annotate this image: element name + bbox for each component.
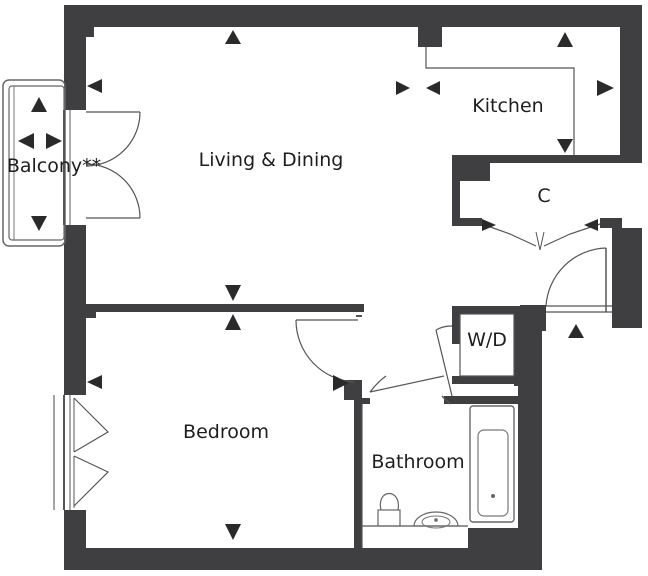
toilet-icon (377, 493, 401, 527)
dimension-arrow-icon (482, 219, 496, 231)
dimension-arrow-icon (18, 133, 34, 149)
room-label-living: Living & Dining (199, 149, 344, 171)
room-label-balcony: Balcony** (7, 155, 101, 177)
dimension-arrow-icon (225, 524, 241, 540)
bathtub-icon (469, 405, 515, 523)
bedroom-window-icon (53, 395, 110, 510)
walls (64, 5, 642, 570)
dimension-arrow-icon (87, 375, 102, 389)
dimension-arrow-icon (584, 219, 598, 231)
dimension-arrow-icon (333, 375, 349, 391)
balcony-door-icon (85, 111, 141, 219)
bedroom-door-icon (295, 315, 362, 383)
dimension-arrow-icon (31, 97, 47, 112)
balcony (2, 79, 71, 247)
sink-icon (413, 511, 459, 529)
cupboard-door-icon (481, 223, 601, 251)
dimension-arrow-icon (46, 133, 62, 149)
room-label-bathroom: Bathroom (371, 451, 464, 473)
dimension-arrows (18, 30, 614, 540)
dimension-arrow-icon (225, 285, 241, 301)
dimension-arrow-icon (597, 80, 614, 96)
dimension-arrow-icon (568, 324, 584, 338)
dimension-arrow-icon (225, 314, 241, 330)
room-label-bedroom: Bedroom (183, 421, 269, 443)
dimension-arrow-icon (557, 139, 573, 153)
dimension-arrow-icon (426, 81, 440, 95)
dimension-arrow-icon (31, 216, 47, 231)
room-label-washer-dryer: W/D (467, 329, 507, 351)
room-label-cupboard: C (537, 185, 550, 207)
room-label-kitchen: Kitchen (472, 95, 543, 117)
wd-door-icon (435, 325, 453, 397)
entrance-door-icon (545, 247, 607, 312)
bathroom-door-icon (369, 375, 451, 405)
dimension-arrow-icon (557, 32, 573, 47)
dimension-arrow-icon (87, 79, 102, 93)
dimension-arrow-icon (225, 30, 241, 44)
dimension-arrow-icon (396, 81, 410, 95)
